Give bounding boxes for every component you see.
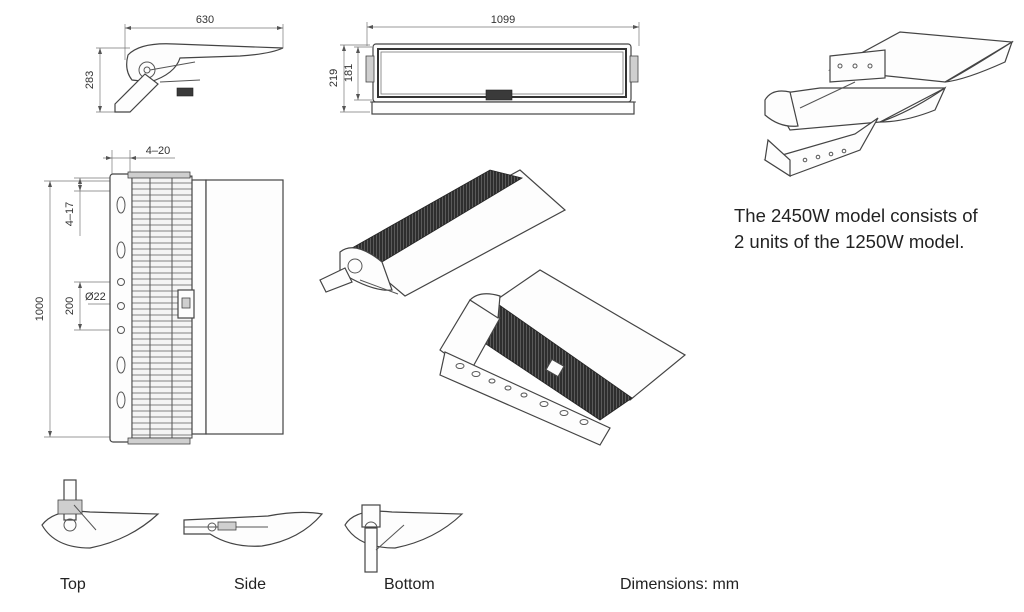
note-line-1: The 2450W model consists of: [734, 205, 978, 226]
dim-side-spacing-mid: 200: [64, 297, 76, 315]
dim-top-width: 630: [196, 14, 214, 26]
dim-side-height: 1000: [34, 297, 46, 321]
dim-top-height: 283: [84, 71, 96, 89]
front-view: 1099 219 181: [328, 14, 640, 115]
orientation-top-illustration: [41, 479, 160, 549]
dim-side-spacing-top: 4–17: [64, 202, 76, 226]
dim-front-width: 1099: [491, 14, 515, 26]
profile-view: 630 283: [84, 14, 284, 113]
caption-top: Top: [60, 576, 86, 593]
note-line-2: 2 units of the 1250W model.: [734, 231, 965, 252]
isometric-view-top: [319, 169, 567, 297]
isometric-view-2450w: [763, 31, 1014, 178]
dim-front-height-outer: 219: [328, 69, 340, 87]
dim-front-height-inner: 181: [343, 64, 355, 82]
orientation-bottom-illustration: [344, 504, 464, 573]
side-view: 4–20 1000 4–17 200 Ø22: [34, 145, 284, 445]
caption-bottom: Bottom: [384, 576, 435, 593]
model-note: The 2450W model consists of 2 units of t…: [734, 203, 1024, 255]
orientation-side-illustration: [183, 511, 324, 547]
dim-hole-diameter: Ø22: [85, 291, 106, 303]
isometric-view-bottom: [439, 269, 687, 446]
dim-side-offset: 4–20: [146, 145, 170, 157]
caption-side: Side: [234, 576, 267, 593]
caption-units: Dimensions: mm: [620, 576, 740, 593]
